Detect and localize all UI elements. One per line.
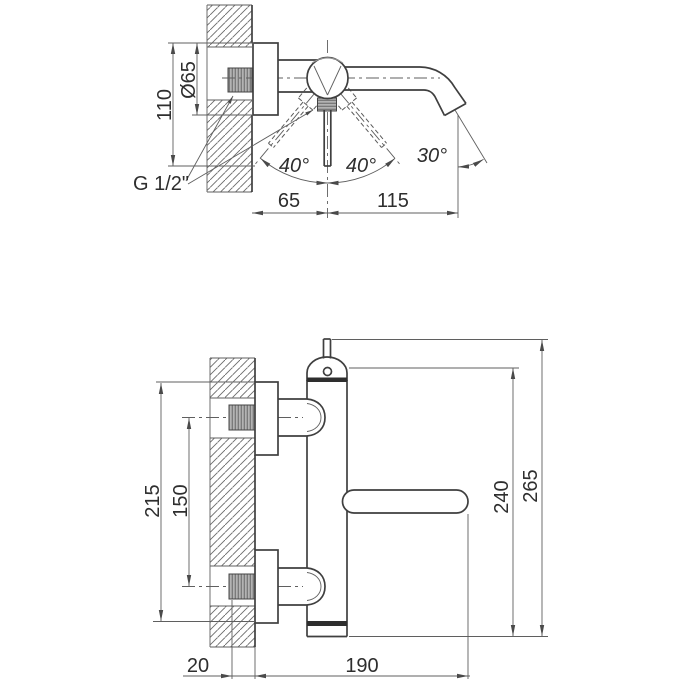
faucet-body-front — [306, 380, 348, 638]
handle-lever-plan — [341, 489, 469, 514]
spout-mouth — [444, 102, 467, 117]
ball-v-line — [327, 65, 342, 96]
wall-hatch — [207, 100, 252, 192]
inlet-connection-top — [278, 398, 326, 437]
thread-callout: G 1/2" — [133, 95, 314, 195]
escutcheon-bottom — [254, 549, 279, 624]
wall-hatch — [210, 606, 255, 647]
cap-screw — [322, 366, 333, 377]
thread-size-label: G 1/2" — [133, 173, 189, 195]
inlet-thread-top — [228, 404, 256, 431]
wall-section-front — [209, 357, 256, 648]
dimension-65-115: 65 115 — [252, 190, 458, 216]
escutcheon-top — [254, 381, 279, 456]
flange-span-label: 215 — [142, 484, 164, 517]
inlet-centers-label: 150 — [170, 484, 192, 517]
handle-swing-left-label: 40° — [279, 155, 309, 177]
body-bottom-ring — [307, 621, 347, 626]
height-label: 110 — [154, 89, 176, 121]
dimension-150: 150 — [170, 418, 192, 586]
dimension-handle-swing: 40° 40° — [260, 155, 396, 186]
wall-section-side — [206, 4, 253, 193]
wall-hatch — [210, 438, 255, 566]
dimension-20-190: 20 190 — [183, 514, 470, 679]
dimension-110: 110 — [154, 42, 255, 167]
wall-depth-label: 20 — [187, 655, 209, 677]
ball-joint — [306, 56, 349, 100]
dimension-spout-angle: 30° — [417, 109, 488, 218]
inlet-thread-side — [227, 67, 253, 93]
handle-to-spout-label: 115 — [377, 190, 409, 212]
body-length-label: 240 — [491, 480, 513, 513]
front-view: 215 150 240 265 20 190 — [142, 338, 548, 679]
spout-angle-label: 30° — [417, 145, 447, 167]
spout-reach-label: 190 — [345, 655, 378, 677]
mounting-flange — [252, 42, 279, 116]
ball-v-line — [313, 65, 328, 96]
handle-ghost-left — [255, 87, 322, 165]
handle-swing-right-label: 40° — [346, 155, 376, 177]
wall-hatch — [207, 5, 252, 47]
ball-cap-seam — [311, 57, 344, 64]
side-view: 30° 40° 40° 110 Ø65 G 1/2" — [133, 4, 488, 218]
dimension-215: 215 — [142, 381, 255, 622]
inlet-thread-bottom — [228, 573, 256, 600]
wall-hatch — [210, 358, 255, 398]
inlet-connection-bottom — [278, 567, 326, 606]
dimension-240-265: 240 265 — [332, 339, 548, 637]
cartridge-cap — [306, 338, 348, 382]
wall-to-handle-label: 65 — [278, 190, 300, 212]
handle-thread-collar — [317, 97, 337, 112]
overall-length-label: 265 — [520, 469, 542, 502]
flange-diameter-label: Ø65 — [178, 61, 200, 99]
spout — [344, 66, 467, 117]
